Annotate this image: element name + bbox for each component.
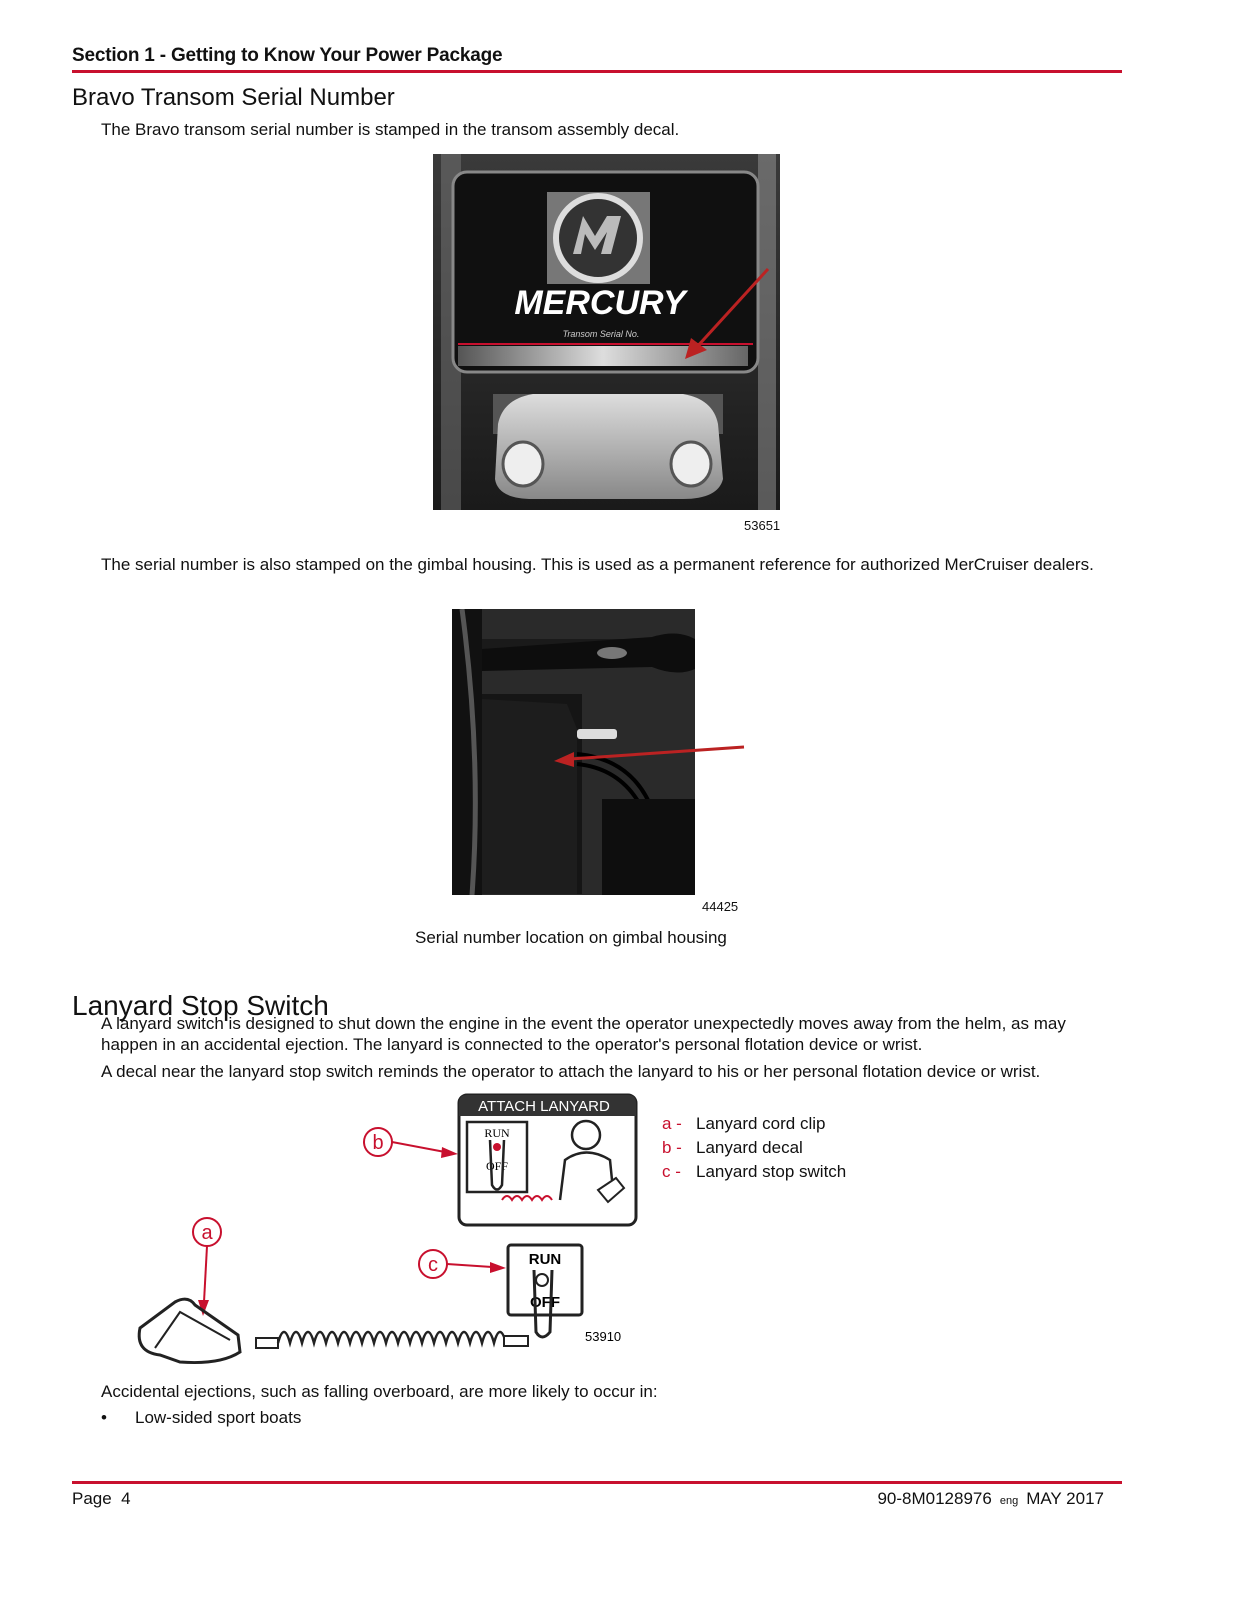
figure-number-53910: 53910 xyxy=(585,1329,621,1344)
section-title: Section 1 - Getting to Know Your Power P… xyxy=(72,45,503,66)
lanyard-paragraph-1: A lanyard switch is designed to shut dow… xyxy=(101,1014,1066,1054)
callout-label: Lanyard stop switch xyxy=(696,1162,847,1181)
lanyard-stop-switch: RUN OFF xyxy=(506,1243,584,1339)
decal-run-label: RUN xyxy=(484,1126,510,1140)
doc-date: MAY 2017 xyxy=(1026,1489,1104,1508)
bullet-text: Low-sided sport boats xyxy=(135,1408,302,1427)
callout-label: Lanyard decal xyxy=(696,1138,803,1157)
callout-item-c: c - Lanyard stop switch xyxy=(662,1162,846,1186)
lang-code: eng xyxy=(999,1495,1019,1507)
bullet-item: • Low-sided sport boats xyxy=(101,1408,301,1428)
footer-doc-info: 90-8M0128976 eng MAY 2017 xyxy=(877,1489,1104,1509)
figure-number-44425: 44425 xyxy=(702,899,739,914)
callout-label: Lanyard cord clip xyxy=(696,1114,826,1133)
gimbal-caption: Serial number location on gimbal housing xyxy=(415,928,727,947)
gimbal-paragraph: The serial number is also stamped on the… xyxy=(101,555,1094,574)
marker-b: b xyxy=(372,1132,383,1154)
lanyard-decal: ATTACH LANYARD RUN OFF xyxy=(457,1093,638,1227)
figure-number-53651: 53651 xyxy=(744,518,781,533)
callout-letter: b - xyxy=(662,1138,682,1157)
bullet-glyph: • xyxy=(101,1408,107,1427)
mercury-brand-text: MERCURY xyxy=(514,284,689,322)
lanyard-diagram: ATTACH LANYARD RUN OFF b a c RUN xyxy=(120,1090,650,1375)
ejection-intro: Accidental ejections, such as falling ov… xyxy=(101,1382,658,1401)
doc-number: 90-8M0128976 xyxy=(877,1489,992,1508)
coiled-cord xyxy=(276,1330,508,1348)
callout-letter: a - xyxy=(662,1114,682,1133)
lanyard-heading: Lanyard Stop Switch xyxy=(72,990,329,1021)
lanyard-paragraph-2: A decal near the lanyard stop switch rem… xyxy=(101,1062,1041,1081)
callout-legend: a - Lanyard cord clip b - Lanyard decal c … xyxy=(662,1114,846,1186)
header-rule xyxy=(72,70,1122,73)
bravo-heading: Bravo Transom Serial Number xyxy=(72,84,395,111)
callout-letter: c - xyxy=(662,1162,681,1181)
decal-off-label: OFF xyxy=(486,1159,508,1173)
lanyard-cord-clip xyxy=(137,1297,279,1364)
marker-c: c xyxy=(428,1254,438,1276)
page-number: Page 4 xyxy=(72,1489,131,1508)
marker-a: a xyxy=(201,1222,213,1244)
decal-title: ATTACH LANYARD xyxy=(478,1098,610,1115)
gimbal-housing-photo xyxy=(452,608,747,896)
transom-serial-label: Transom Serial No. xyxy=(563,329,640,339)
transom-decal-photo: MERCURY Transom Serial No. xyxy=(433,154,780,510)
switch-run-label: RUN xyxy=(529,1251,562,1268)
callout-item-b: b - Lanyard decal xyxy=(662,1138,846,1162)
bravo-intro: The Bravo transom serial number is stamp… xyxy=(101,120,680,139)
callout-item-a: a - Lanyard cord clip xyxy=(662,1114,846,1138)
footer-rule xyxy=(72,1481,1122,1484)
